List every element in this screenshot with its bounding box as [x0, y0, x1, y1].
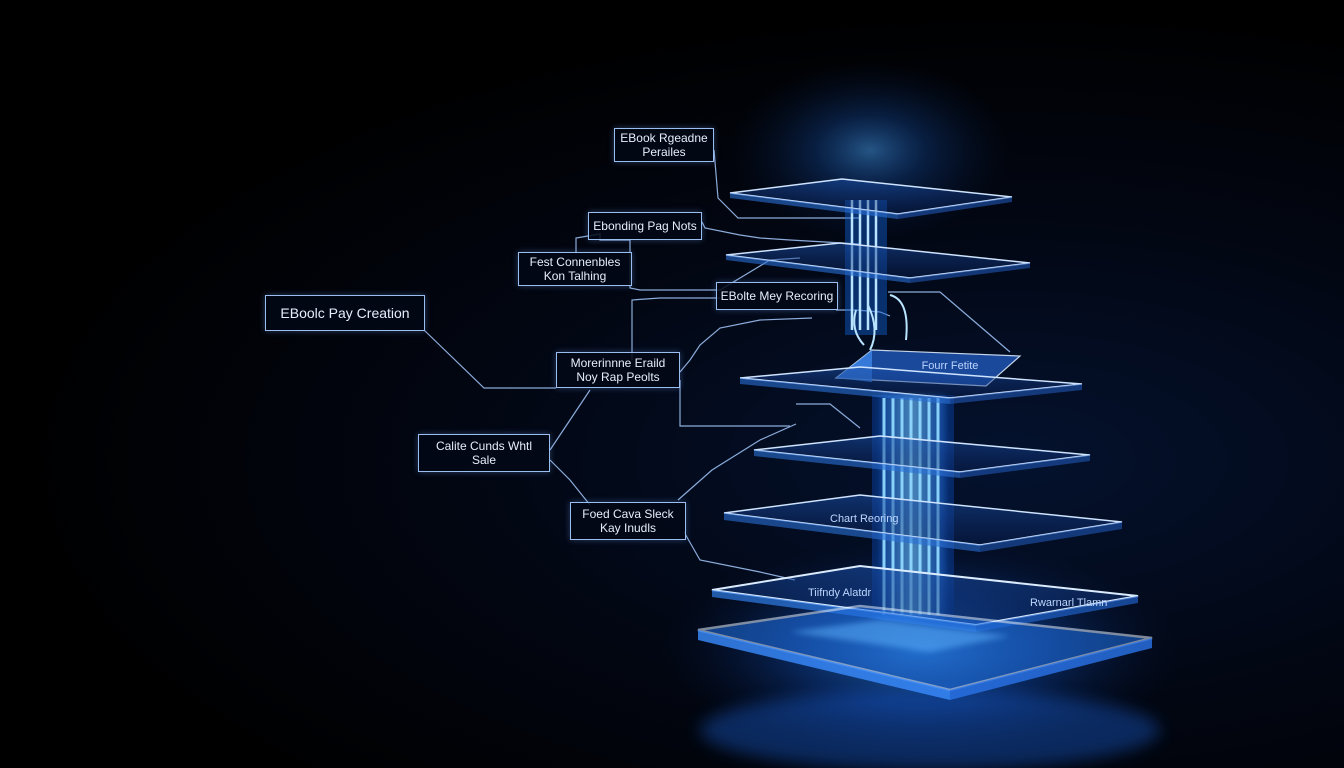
label-fest-connenbles: Fest Connenbles Kon Talhing — [518, 252, 632, 286]
connector-roof — [888, 291, 1011, 353]
plate-1 — [729, 178, 1013, 219]
plate-4 — [753, 435, 1091, 478]
label-foed-line2: Kay Inudls — [599, 521, 657, 535]
label-fest-line1: Fest Connenbles — [529, 255, 621, 269]
label-ebolte-line1: EBolte Mey Recoring — [720, 289, 834, 303]
connector-foed-up — [677, 423, 797, 501]
plate6-right-label: Rwarnarl Tlamn — [1030, 597, 1107, 609]
plate5-left-label: Chart Reoring — [830, 513, 898, 525]
connector-foed-down — [683, 531, 796, 581]
label-ebook-pay-creation: EBoolc Pay Creation — [265, 295, 425, 331]
roof-label: Fourr Fetite — [922, 360, 979, 372]
connector-ebook-pay — [423, 329, 556, 389]
label-ebook-research-line2: Perailes — [642, 145, 686, 159]
plate-5: Chart Reoring — [723, 494, 1123, 552]
label-ebonding-line1: Ebonding Pag Nots — [593, 219, 697, 233]
label-calite-line1: Calite Cunds Whtl — [435, 439, 533, 453]
base-plate — [697, 604, 1153, 700]
label-fest-line2: Kon Talhing — [543, 269, 607, 283]
floor-reflection — [700, 690, 1160, 768]
label-moreninne-ebaild: Morerinnne Eraild Noy Rap Peolts — [556, 352, 680, 388]
label-foed-line1: Foed Cava Sleck — [582, 507, 674, 521]
label-calite-cunds: Calite Cunds Whtl Sale — [418, 434, 550, 472]
connector-ebook-research — [713, 149, 860, 219]
plate6-left-label: Tiifndy Alatdr — [808, 587, 872, 599]
plate-3 — [739, 366, 1083, 404]
connector-lines — [423, 149, 1011, 581]
connector-calite-down — [549, 459, 591, 506]
connector-plate3 — [796, 403, 861, 429]
label-ebook-research: EBook Rgeadne Perailes — [614, 128, 714, 162]
connector-moreninne-up — [631, 297, 720, 360]
connector-calite-up — [549, 389, 591, 451]
label-calite-line2: Sale — [471, 453, 497, 467]
label-ebook-research-line1: EBook Rgeadne — [620, 131, 708, 145]
label-ebonding-pag-notes: Ebonding Pag Nots — [588, 212, 702, 240]
connector-ebonding — [701, 221, 861, 245]
label-moreninne-line2: Noy Rap Peolts — [576, 370, 660, 384]
connector-moreninne-right — [679, 317, 813, 373]
label-moreninne-line1: Morerinnne Eraild — [570, 356, 666, 370]
plate-2 — [725, 242, 1031, 283]
label-ebolte-recording: EBolte Mey Recoring — [716, 282, 838, 310]
label-foed-cava-sleck: Foed Cava Sleck Kay Inudls — [570, 502, 686, 540]
label-ebook-pay-line1: EBoolc Pay Creation — [280, 305, 410, 321]
connector-moreninne-down — [679, 380, 790, 427]
